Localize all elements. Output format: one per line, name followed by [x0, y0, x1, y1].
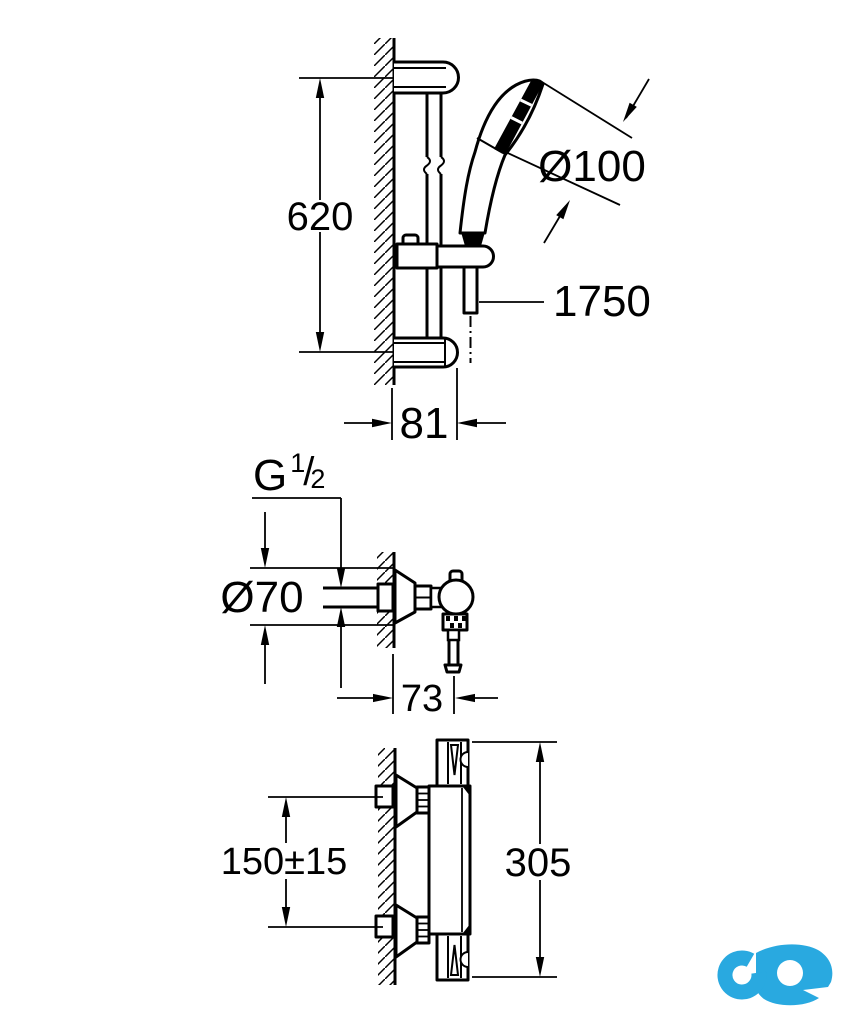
dim-label-escutcheon: Ø70	[220, 573, 303, 622]
hose-flare	[443, 663, 463, 674]
escutcheon-cone	[393, 568, 417, 625]
dim-70: Ø70	[220, 512, 393, 684]
dim-label-head-diameter: Ø100	[538, 142, 646, 191]
rail-top-bracket	[394, 60, 460, 95]
dim-81: 81	[344, 368, 506, 448]
infinity-logo-icon	[717, 944, 833, 1006]
hose-connector	[462, 265, 479, 315]
lower-wall-connection	[374, 903, 431, 959]
dim-label-wall-offset: 81	[400, 399, 449, 448]
thermostat-valve-side	[393, 568, 475, 674]
dim-305: 305	[472, 741, 572, 978]
holder-arm	[435, 244, 495, 269]
cap-button-bottom	[459, 951, 469, 968]
dim-73: 73	[337, 654, 498, 720]
cap-marker-bottom	[449, 944, 460, 976]
head-handle-joint	[476, 137, 504, 154]
outlet-knurling	[446, 616, 466, 628]
dim-label-rail-height: 620	[287, 195, 354, 239]
escutcheon-cone-bottom	[394, 903, 419, 959]
handle-cap-bottom	[435, 932, 470, 982]
dim-label-depth: 73	[401, 678, 443, 720]
top-view-shower-rail: 620 Ø100 1750 81	[287, 38, 651, 448]
dim-150: 150±15	[221, 796, 383, 928]
dim-620: 620	[287, 77, 393, 353]
dim-100: Ø100	[496, 78, 650, 244]
logo-left-loop	[717, 950, 767, 1000]
cap-button-top	[459, 751, 469, 768]
hand-shower	[458, 78, 545, 246]
supply-pipe	[323, 582, 395, 613]
dim-label-hose-length: 1750	[553, 277, 651, 326]
pipe-nut	[376, 582, 395, 613]
shower-rail-rod	[423, 93, 445, 338]
rail-bottom-bracket	[394, 336, 459, 369]
bottom-view-thermostat: 150±15 305	[221, 738, 572, 985]
dim-label-body-width: 305	[505, 841, 572, 885]
shower-face-band	[494, 79, 543, 155]
handle-cap-top	[435, 738, 470, 788]
shower-holder	[395, 233, 495, 363]
upper-wall-connection	[374, 773, 431, 829]
mixer-body	[427, 738, 472, 982]
rod-break-symbol	[423, 156, 431, 175]
handle-end-cone	[461, 232, 485, 246]
hose-nut	[446, 628, 461, 642]
holder-slider-block	[395, 242, 439, 270]
knob-top-tab	[448, 569, 464, 580]
wall-hatch	[374, 38, 394, 385]
cap-marker-top	[449, 744, 460, 776]
dim-label-connection-spacing: 150±15	[221, 841, 348, 883]
wall-hatch-bottom	[378, 748, 395, 985]
logo-right-loop	[754, 944, 833, 1006]
holder-clamp-knob	[401, 233, 420, 244]
dim-1750: 1750	[479, 277, 651, 326]
temperature-knob	[437, 578, 475, 616]
escutcheon-cone-top	[394, 773, 419, 829]
